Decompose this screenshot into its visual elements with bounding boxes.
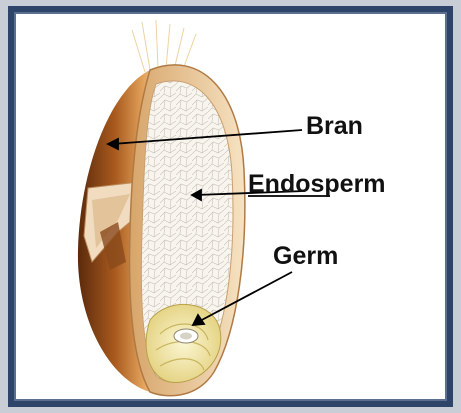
endosperm-label: Endosperm (248, 172, 386, 197)
bran-label: Bran (306, 114, 363, 139)
kernel-brush-hairs (132, 20, 196, 72)
germ-label: Germ (273, 244, 338, 269)
